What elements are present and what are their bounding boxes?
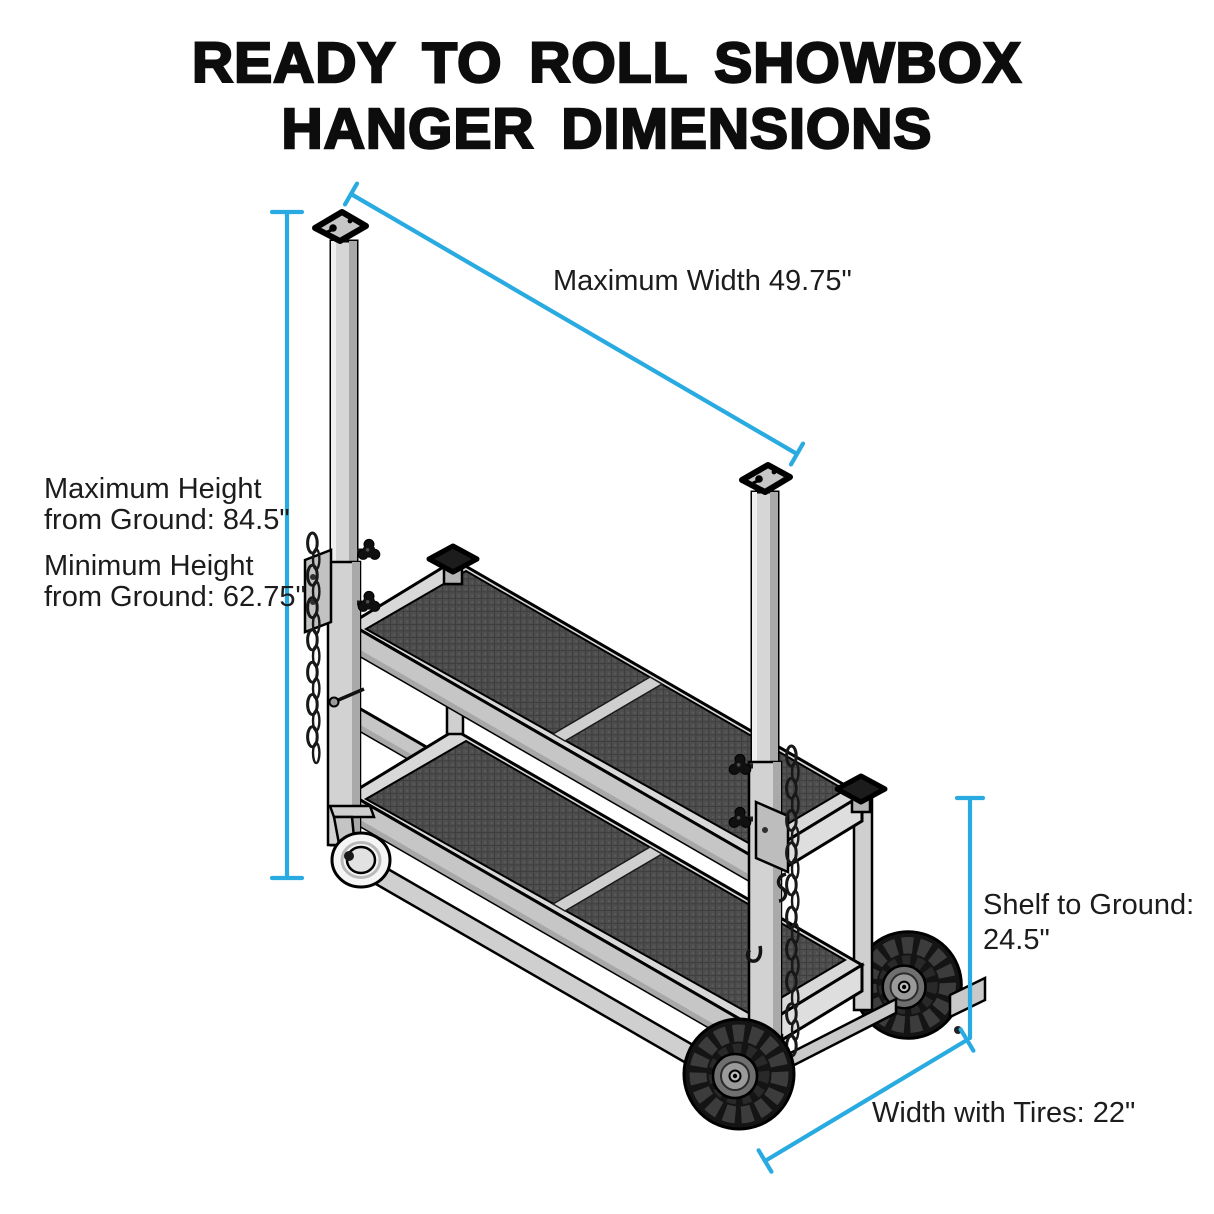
width-with-tires-label: Width with Tires: 22": [872, 1097, 1136, 1129]
right-post-top-plate: [739, 462, 793, 495]
min-height-label: Minimum Height from Ground: 62.75": [44, 551, 306, 613]
shelf-to-ground-label: Shelf to Ground: 24.5": [983, 888, 1194, 958]
max-height-dimension-line: [269, 209, 305, 881]
shelf-to-ground-label-line1: Shelf to Ground:: [983, 889, 1195, 921]
left-safety-chain: [306, 531, 321, 765]
left-post-top-plate: [312, 209, 369, 244]
title-line-2: HANGER DIMENSIONS: [280, 96, 933, 162]
caster-wheel: [328, 804, 392, 889]
clamp-knob: [357, 590, 381, 612]
max-height-label-line2: from Ground: 84.5": [44, 504, 290, 536]
front-tire: [684, 1019, 794, 1129]
right-safety-chain: [785, 744, 800, 1058]
max-width-label: Maximum Width 49.75": [553, 265, 852, 297]
locking-pin: [328, 687, 365, 708]
rear-left-corner-cap: [426, 543, 480, 586]
dimension-lines: [269, 181, 986, 1174]
upper-shelf: [347, 558, 865, 888]
shelf-to-ground-dimension-line: [954, 795, 986, 1041]
right-hanger-post: [728, 462, 800, 1062]
lower-shelf: [347, 728, 865, 1058]
max-height-label-line1: Maximum Height: [44, 473, 262, 505]
clamp-knob: [357, 538, 381, 560]
width-with-tires-dimension-line: [756, 1027, 976, 1174]
max-width-dimension-line: [342, 181, 806, 467]
rear-right-corner-cap: [834, 773, 888, 814]
s-hook: [776, 872, 788, 903]
j-hook: [745, 945, 763, 963]
min-height-label-line1: Minimum Height: [44, 550, 254, 582]
shelf-to-ground-label-line2: 24.5": [983, 924, 1050, 956]
left-post-bracket: [303, 548, 333, 634]
title-line-1: READY TO ROLL SHOWBOX: [191, 30, 1023, 96]
min-height-label-line2: from Ground: 62.75": [44, 581, 306, 613]
right-post-bracket: [754, 800, 790, 874]
page-title: READY TO ROLL SHOWBOX HANGER DIMENSIONS: [0, 30, 1214, 162]
max-height-label: Maximum Height from Ground: 84.5": [44, 474, 290, 536]
left-hanger-post: [303, 209, 392, 889]
